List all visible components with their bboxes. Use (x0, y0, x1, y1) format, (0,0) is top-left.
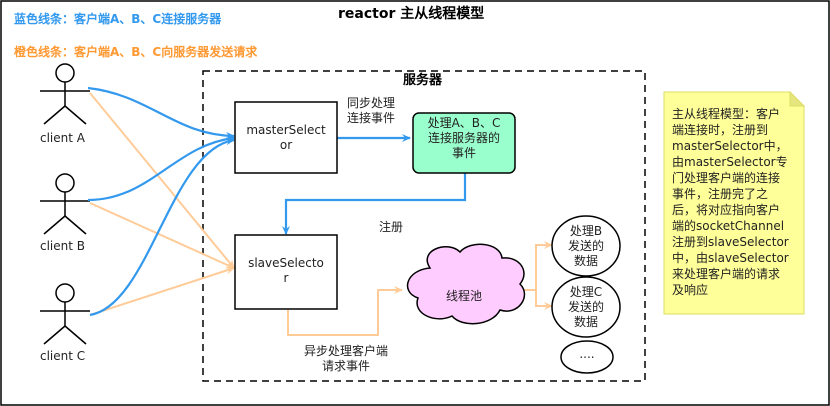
note-line: 及响应 (672, 283, 709, 297)
master-selector-label: masterSelect or (235, 123, 337, 153)
more-label: .... (579, 347, 595, 361)
legend-blue: 蓝色线条：客户端A、B、C连接服务器 (14, 12, 222, 26)
client-b-label: client B (40, 239, 86, 253)
client-a-figure (40, 63, 90, 125)
note-line: 后，将对应指向客户 (672, 203, 781, 217)
server-label: 服务器 (403, 73, 443, 88)
thread-pool-label: 线程池 (446, 289, 483, 303)
client-a-label: client A (40, 131, 85, 145)
master-line-1: masterSelect (246, 123, 326, 137)
note-line: masterSelector中， (672, 139, 788, 153)
result-b-line-3: 数据 (573, 254, 598, 268)
note-line: 端连接时，注册到 (672, 123, 769, 137)
thread-pool-cloud (406, 243, 526, 325)
result-b-line-1: 处理B (569, 224, 603, 238)
slave-line-1: slaveSelecto (248, 256, 324, 270)
diagram-title: reactor 主从线程模型 (338, 6, 485, 22)
async-label: 异步处理客户端 请求事件 (286, 344, 406, 374)
result-c-label: 处理C 发送的 数据 (552, 285, 620, 330)
note-line: 门处理客户端的连接 (672, 171, 781, 185)
orange-request-lines (89, 92, 553, 336)
note-line: 注册到slaveSelector (672, 235, 789, 249)
process-connect-box (412, 112, 516, 174)
slave-line-2: r (283, 271, 289, 285)
result-c-ellipse (551, 276, 621, 338)
process-line-2: 连接服务器的 (427, 131, 500, 145)
note-line: 主从线程模型：客户 (672, 107, 781, 121)
server-box (202, 70, 646, 382)
legend-orange: 橙色线条：客户端A、B、C向服务器发送请求 (14, 45, 258, 59)
client-c-figure (40, 283, 90, 345)
result-b-label: 处理B 发送的 数据 (552, 224, 620, 269)
process-line-3: 事件 (451, 146, 476, 160)
slave-selector-box (234, 234, 338, 310)
note-line: 来处理客户端的请求 (672, 267, 781, 281)
blue-connect-lines (87, 86, 467, 317)
note-line: 中，由slaveSelector (672, 251, 789, 265)
sync-line-2: 连接事件 (347, 111, 396, 125)
note-line: 事件，注册完了之 (672, 187, 769, 201)
result-b-line-2: 发送的 (567, 239, 604, 253)
sync-label: 同步处理 连接事件 (347, 96, 395, 126)
more-ellipse (560, 340, 614, 374)
note-body (663, 91, 805, 315)
note-line: 由masterSelector专 (672, 155, 788, 169)
register-label: 注册 (379, 220, 404, 234)
client-c-label: client C (40, 349, 86, 363)
explanation-note: 主从线程模型：客户 端连接时，注册到 masterSelector中， 由mas… (664, 92, 804, 314)
master-line-2: or (279, 138, 293, 152)
result-b-ellipse (551, 215, 621, 277)
async-line-2: 请求事件 (321, 359, 370, 373)
result-c-line-1: 处理C (569, 285, 603, 299)
result-c-line-3: 数据 (573, 315, 598, 329)
process-line-1: 处理A、B、C (427, 116, 501, 130)
sync-line-1: 同步处理 (347, 96, 396, 110)
async-line-1: 异步处理客户端 (303, 344, 388, 358)
slave-selector-label: slaveSelecto r (235, 256, 337, 286)
client-b-figure (40, 173, 90, 235)
master-selector-box (234, 101, 338, 174)
note-fold (789, 90, 806, 107)
note-line: 端的socketChannel (672, 219, 785, 233)
result-c-line-2: 发送的 (567, 300, 604, 314)
process-connect-label: 处理A、B、C 连接服务器的 事件 (413, 116, 515, 161)
